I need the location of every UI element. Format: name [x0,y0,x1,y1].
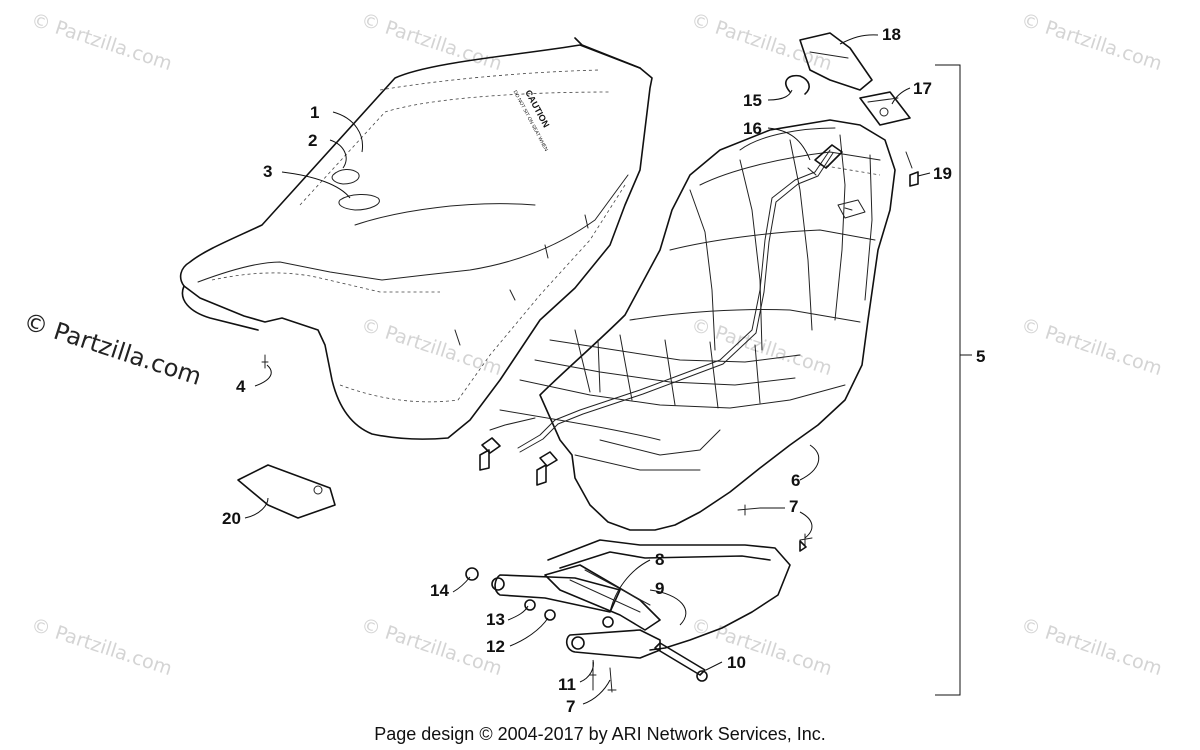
hinge-bracket [465,539,791,682]
callout-18: 18 [882,25,901,44]
callout-16: 16 [743,119,762,138]
watermark-layer: © Partzilla.com © Partzilla.com © Partzi… [28,9,1164,680]
watermark: © Partzilla.com [1018,614,1164,680]
decal-part-3 [338,194,380,211]
callout-20: 20 [222,509,241,528]
watermark: © Partzilla.com [1018,9,1164,75]
callout-11: 11 [558,675,576,694]
callout-6: 6 [791,471,800,490]
seat-cushion: CAUTION DO NOT SIT ON SEAT WHEN [179,37,653,440]
callout-7-lower: 7 [566,697,575,716]
watermark-prominent: © Partzilla.com [20,307,205,391]
callout-7-upper: 7 [789,497,798,516]
callout-2: 2 [308,131,317,150]
callout-14: 14 [430,581,449,600]
callout-10: 10 [727,653,746,672]
handle-part-17 [859,91,911,126]
screw-part-19 [909,171,919,187]
callout-12: 12 [486,637,505,656]
watermark: © Partzilla.com [688,9,834,75]
watermark: © Partzilla.com [358,9,504,75]
rivets [589,504,813,693]
clip-part-15 [785,74,810,95]
callout-19: 19 [933,164,952,183]
pin-part-4 [261,354,269,369]
callout-8: 8 [655,550,664,569]
callout-4: 4 [236,377,246,396]
watermark: © Partzilla.com [358,614,504,680]
watermark: © Partzilla.com [1018,314,1164,380]
callout-15: 15 [743,91,762,110]
watermark: © Partzilla.com [28,9,174,75]
cover-part-18 [799,32,873,91]
callout-17: 17 [913,79,932,98]
callout-3: 3 [263,162,272,181]
watermark: © Partzilla.com [28,614,174,680]
callout-13: 13 [486,610,505,629]
assembly-bracket [935,64,961,696]
decal-part-2 [331,169,360,185]
callout-5: 5 [976,347,985,366]
callout-labels: 1 2 3 4 5 6 7 7 8 9 10 11 12 13 14 15 16… [222,25,985,716]
callout-1: 1 [310,103,319,122]
watermark: © Partzilla.com [688,614,834,680]
copyright-footer: Page design © 2004-2017 by ARI Network S… [374,724,826,744]
caution-label: CAUTION DO NOT SIT ON SEAT WHEN [512,88,552,152]
callout-9: 9 [655,579,664,598]
seat-base [499,119,896,531]
pouch-part-20 [237,464,336,519]
leader-lines [244,34,931,705]
watermark: © Partzilla.com [358,314,504,380]
release-cable [479,144,843,486]
